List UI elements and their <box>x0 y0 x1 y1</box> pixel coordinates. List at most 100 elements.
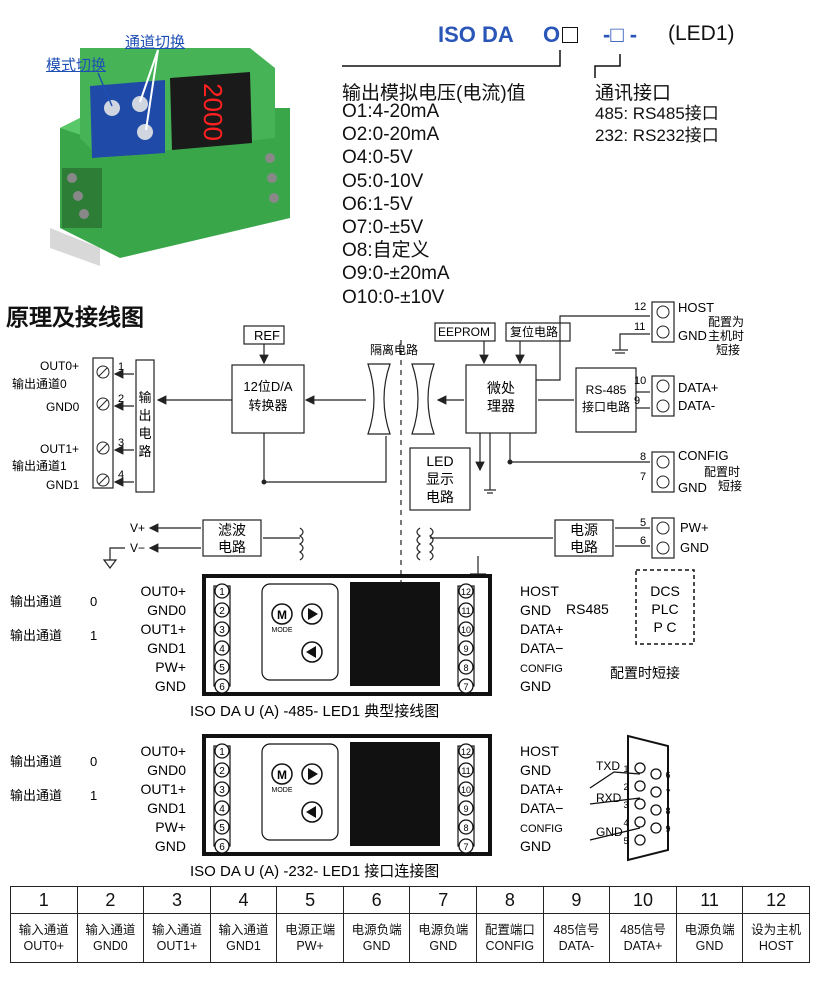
output-circuit-c1: 输 <box>138 390 151 405</box>
mcu-label-1: 微处 <box>487 380 515 396</box>
led-label-3: 电路 <box>426 489 454 505</box>
pin-right-label: CONFIG <box>520 663 563 675</box>
isolation-left <box>367 363 391 435</box>
pin-right-label: DATA− <box>520 800 563 816</box>
config-note-1: 配置时 <box>704 465 740 479</box>
pin-number-cell: 2 <box>76 886 145 914</box>
v-plus-label: V+ <box>130 521 145 535</box>
rt-gnd11-label: GND <box>678 328 707 343</box>
pin-right-10 <box>458 781 474 797</box>
pin-right-label: DATA+ <box>520 621 563 637</box>
display-digits: 2000 <box>198 83 228 141</box>
pin-right-8 <box>458 819 474 835</box>
db9-pin-num: 7 <box>665 788 670 798</box>
led-label-2: 显示 <box>426 471 454 487</box>
ch-label-485-0: 输出通道 <box>10 594 62 609</box>
pin-right-num: 8 <box>463 663 468 673</box>
pin-left-label: GND1 <box>147 640 186 656</box>
rs485-circuit-box <box>575 367 637 433</box>
pin-right-label: DATA+ <box>520 781 563 797</box>
pin-desc-cn: 输入通道 <box>151 923 202 937</box>
db9-connector <box>627 734 669 862</box>
pin-right-8 <box>458 659 474 675</box>
rt-10-num: 10 <box>634 375 646 387</box>
pin-left-2 <box>214 762 230 778</box>
output-circuit-c4: 路 <box>138 444 151 459</box>
mcu-label-2: 理器 <box>487 398 515 414</box>
rt-5-num: 5 <box>640 517 646 529</box>
pin-desc-cell: 输入通道 OUT1+ <box>143 913 211 963</box>
ch-num-485-0: 0 <box>90 594 97 609</box>
dcs-box <box>635 569 695 645</box>
channel-switch-label: 通道切换 <box>125 34 186 51</box>
pin-left-num: 4 <box>219 644 225 655</box>
config-note-2: 短接 <box>718 478 742 493</box>
eeprom-box <box>434 322 496 342</box>
model-comm-code: -□ - <box>603 22 638 47</box>
pin-desc-en: OUT1+ <box>156 939 198 953</box>
comm-option: 485: RS485接口 <box>595 104 719 123</box>
isolation-label: 隔离电路 <box>370 342 418 357</box>
pin-desc-en: HOST <box>758 939 794 953</box>
output-options-heading: 输出模拟电压(电流)值 <box>342 83 526 104</box>
output-option: O7:0-±5V <box>342 217 424 239</box>
pin-left-3 <box>214 621 230 637</box>
pin-desc-cn: 电源负端 <box>418 923 469 937</box>
db9-pin-num: 4 <box>623 818 628 828</box>
ch-label-232-0: 输出通道 <box>10 754 62 769</box>
pin-left-label: OUT0+ <box>140 743 186 759</box>
filter-box <box>202 519 262 557</box>
rt-data-plus-label: DATA+ <box>678 380 718 395</box>
pin-right-label: GND <box>520 678 551 694</box>
led-label-1: LED <box>426 453 453 469</box>
pin-number-cell: 1 <box>10 886 78 914</box>
pin-right-label: DATA− <box>520 640 563 656</box>
output-option: O9:0-±20mA <box>342 263 450 285</box>
power-label-2: 电路 <box>570 539 598 555</box>
ch-label-485-1: 输出通道 <box>10 628 62 643</box>
db9-pin-num: 3 <box>623 800 628 810</box>
pin-desc-en: DATA+ <box>623 939 663 953</box>
pin-left-label: GND0 <box>147 602 186 618</box>
ref-label: REF <box>254 328 280 343</box>
pin-number-cell: 5 <box>276 886 344 914</box>
pin-desc-en: PW+ <box>296 939 324 953</box>
rt-6-num: 6 <box>640 535 646 547</box>
pin-right-num: 8 <box>463 823 468 833</box>
pin-right-num: 12 <box>461 587 471 597</box>
db9-pin-num: 5 <box>623 836 628 846</box>
pin-left-3 <box>214 781 230 797</box>
lt-gnd1-label: GND1 <box>46 478 80 492</box>
comm-options-heading: 通讯接口 <box>595 83 672 104</box>
comm-option: 232: RS232接口 <box>595 126 719 145</box>
pin-left-num: 4 <box>219 804 225 815</box>
pin-right-label: GND <box>520 602 551 618</box>
power-label-1: 电源 <box>570 522 598 538</box>
db9-pin-9 <box>650 822 662 834</box>
txd-label: TXD <box>596 759 620 773</box>
host-note-2: 主机时 <box>708 329 744 343</box>
pin-desc-cn: 输入通道 <box>218 923 269 937</box>
output-option: O4:0-5V <box>342 147 413 169</box>
caption-232: ISO DA U (A) -232- LED1 接口连接图 <box>190 863 439 880</box>
module-485: M MODE <box>202 574 492 696</box>
pin-number-cell: 8 <box>476 886 544 914</box>
pin-desc-cn: 485信号 <box>620 923 666 937</box>
eeprom-label: EEPROM <box>438 325 490 339</box>
pin-number-cell: 9 <box>542 886 611 914</box>
pin-desc-en: GND <box>362 939 391 953</box>
dcs-label: DCS <box>650 583 680 599</box>
output-option: O10:0-±10V <box>342 286 445 308</box>
pin-desc-cell: 485信号 DATA+ <box>609 913 677 963</box>
pin-left-num: 2 <box>219 766 225 777</box>
pin-number-cell: 7 <box>409 886 478 914</box>
pin-desc-cn: 设为主机 <box>751 923 802 937</box>
pin-right-num: 7 <box>463 682 468 692</box>
reset-box <box>505 322 571 342</box>
wiring-diagram: REF 12位D/A 转换器 输 出 电 路 隔离电路 EEPROM 复位电路 … <box>10 300 744 880</box>
